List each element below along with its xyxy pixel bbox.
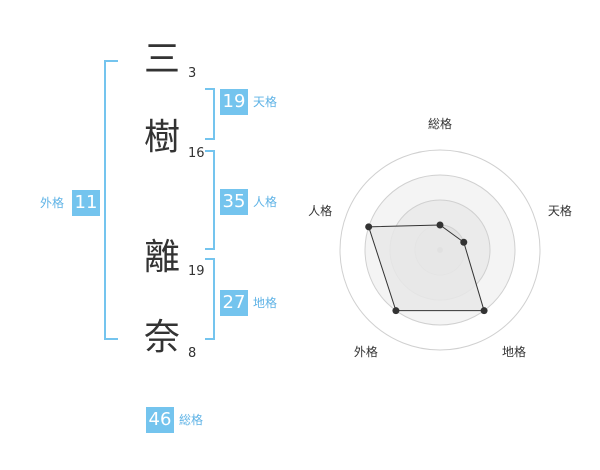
soukaku-value: 46 <box>146 407 174 433</box>
radar-points <box>365 221 488 315</box>
radar-axis-label-1: 総格 <box>428 116 452 131</box>
radar-point-3 <box>480 307 488 315</box>
stroke-count-2: 16 <box>188 146 205 161</box>
chikaku-value: 27 <box>220 290 248 316</box>
radar-axis-label-3: 地格 <box>502 344 526 359</box>
stroke-count-4: 8 <box>188 346 197 361</box>
gaikaku-value: 11 <box>72 190 100 216</box>
gaikaku-label: 外格 <box>40 196 65 210</box>
radar-axis-label-4: 外格 <box>354 344 378 359</box>
stroke-count-3: 19 <box>188 264 205 279</box>
gaikaku-bracket <box>104 60 118 340</box>
chikaku-label: 地格 <box>253 296 278 310</box>
radar-point-2 <box>460 238 468 246</box>
name-char-2: 樹 <box>143 117 180 158</box>
tenkaku-bracket <box>205 88 215 140</box>
tenkaku-label: 天格 <box>253 95 278 109</box>
radar-series-polygon <box>367 224 485 312</box>
jinkaku-bracket <box>205 150 215 250</box>
stroke-count-1: 3 <box>188 66 197 81</box>
jinkaku-value: 35 <box>220 189 248 215</box>
name-char-1: 三 <box>143 39 180 80</box>
name-char-4: 奈 <box>143 317 180 358</box>
name-char-3: 離 <box>143 237 180 278</box>
radar-axis-label-5: 人格 <box>308 203 332 218</box>
soukaku-label: 総格 <box>179 413 204 427</box>
radar-axis-label-2: 天格 <box>548 203 572 218</box>
chikaku-bracket <box>205 258 215 340</box>
tenkaku-value: 19 <box>220 89 248 115</box>
jinkaku-label: 人格 <box>253 195 278 209</box>
radar-point-4 <box>392 307 400 315</box>
radar-point-1 <box>436 221 444 229</box>
radar-point-5 <box>365 223 373 231</box>
